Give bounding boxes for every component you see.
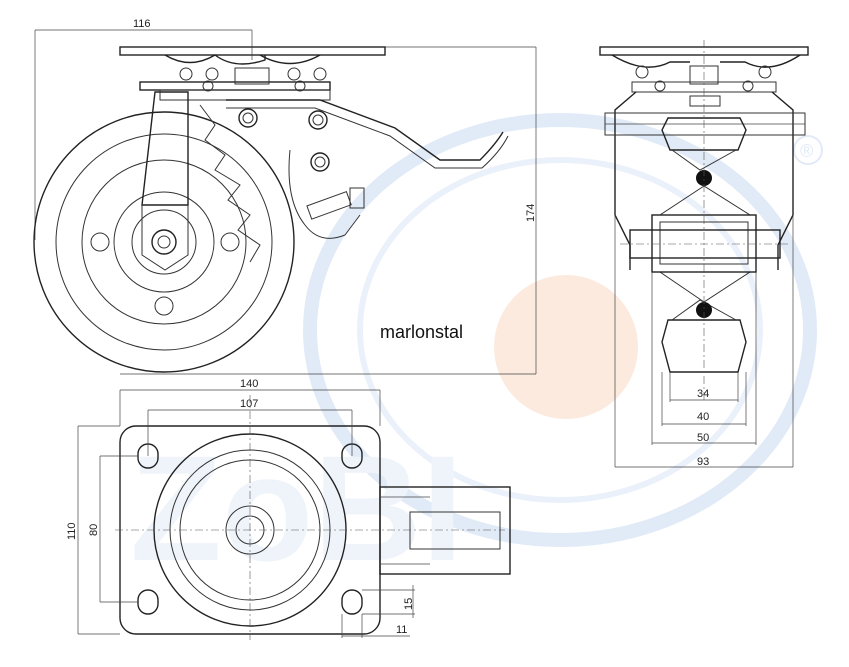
dim-34: 34 xyxy=(697,388,709,400)
dim-50: 50 xyxy=(697,432,709,444)
dim-93: 93 xyxy=(697,456,709,468)
dim-80: 80 xyxy=(88,524,100,536)
registered-mark: ® xyxy=(800,141,813,161)
dim-40: 40 xyxy=(697,411,709,423)
fork-leg xyxy=(141,91,189,206)
mount-slot xyxy=(341,589,363,615)
watermark-logo: ZoBI ® xyxy=(130,113,823,592)
watermark-text: ZoBI xyxy=(130,424,463,592)
dim-11: 11 xyxy=(396,624,407,636)
tyre-section-top xyxy=(661,117,747,151)
axle-nut xyxy=(151,229,177,255)
front-view: 34 40 50 93 xyxy=(599,40,809,468)
brand-text: marlonstal xyxy=(380,322,463,342)
top-view: 140 107 110 80 15 11 xyxy=(66,378,511,640)
wheel-outer xyxy=(33,111,295,373)
watermark-orange-circle xyxy=(494,275,638,419)
mount-slot xyxy=(137,589,159,615)
dim-110: 110 xyxy=(66,522,78,540)
side-view: 116 174 xyxy=(33,18,537,375)
dim-15: 15 xyxy=(403,598,415,610)
dim-140: 140 xyxy=(240,378,258,390)
dim-174: 174 xyxy=(525,204,537,222)
pedal-stub xyxy=(379,486,511,575)
brake-pedal xyxy=(226,99,504,161)
dim-116: 116 xyxy=(133,18,151,30)
dim-107: 107 xyxy=(240,398,258,410)
